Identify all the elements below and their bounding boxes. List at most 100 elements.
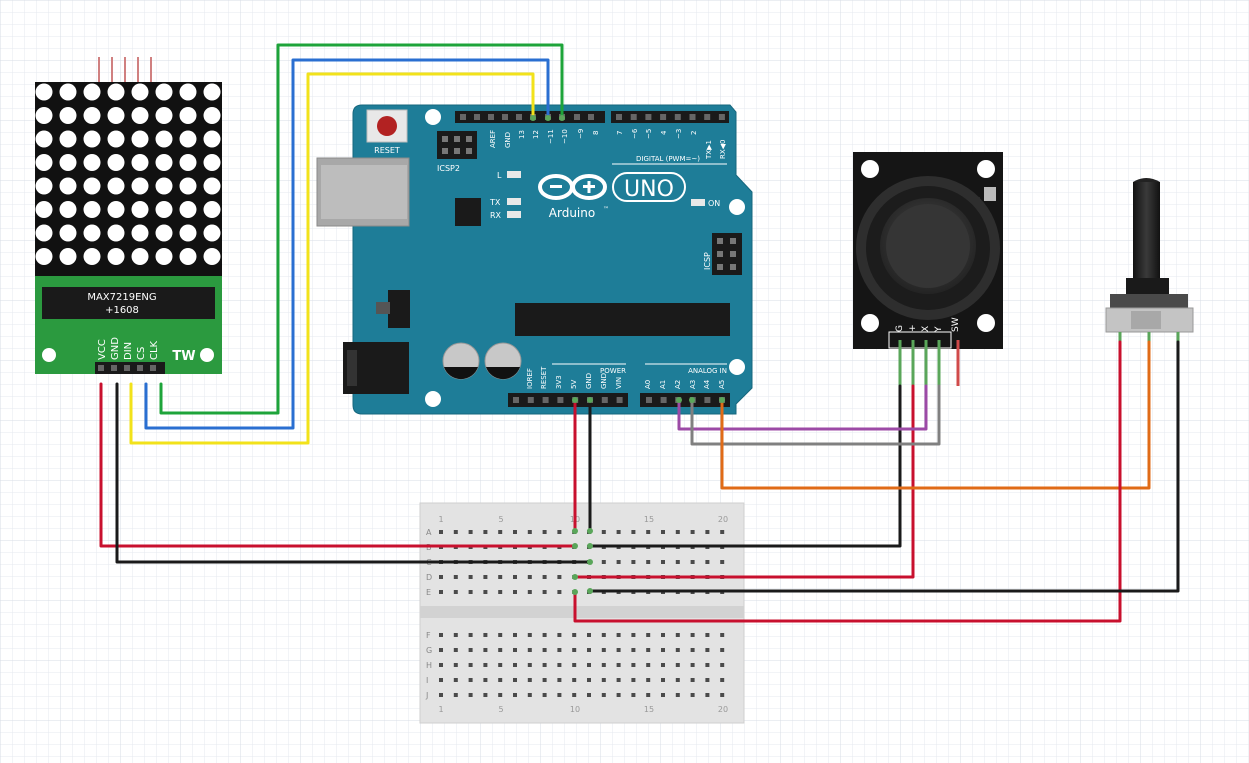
breadboard-hole [483,633,488,637]
matrix-led [59,83,77,101]
breadboard-hole [468,663,473,667]
breadboard-hole [468,678,473,682]
breadboard-hole [631,560,636,564]
header-pin [660,397,667,403]
header-pin [704,397,711,403]
breadboard-hole [483,678,488,682]
matrix-pin-gnd-label: GND [110,337,121,360]
breadboard-hole [513,648,517,652]
breadboard-hole [542,693,547,697]
matrix-led [179,107,197,124]
breadboard-hole [705,530,710,534]
bb-col-5-top: 5 [498,515,503,524]
breadboard-hole [513,663,517,667]
breadboard-hole [572,633,577,637]
led-l-label: L [497,171,502,180]
joystick-pin-sw-label: SW [951,317,961,332]
breadboard-hole [542,590,547,594]
max7219-chip [42,287,215,319]
breadboard-hole [453,530,458,534]
breadboard-hole [616,648,621,652]
breadboard-hole [690,633,695,637]
breadboard-hole [439,693,443,697]
breadboard-hole [675,530,680,534]
matrix-led [155,107,173,124]
breadboard-hole [557,663,562,667]
pin-label-gnd-2: GND [600,373,608,389]
matrix-led [203,83,221,101]
matrix-led [59,224,77,242]
bb-col-5-bottom: 5 [498,705,503,714]
pin-label-2: 2 [690,131,698,135]
analog-pin-labels: A0 A1 A2 A3 A4 A5 [644,379,726,389]
breadboard-hole [616,693,621,697]
breadboard-hole [720,678,725,682]
pin-label-11: ~11 [547,129,555,144]
matrix-led [179,224,197,242]
pin-label-3v3: 3V3 [555,375,563,389]
pin-label-rx0: RX◀0 [719,140,727,160]
breadboard-hole [675,663,680,667]
breadboard-column-numbers-bottom: 1 5 10 15 20 [438,705,728,714]
arduino-mount-hole-4 [425,391,441,407]
breadboard-hole [705,633,710,637]
matrix-led [131,224,149,242]
matrix-led [35,154,53,171]
joystick-pin-plus-label: + [908,324,918,332]
potentiometer-shaft[interactable] [1133,182,1160,282]
power-header [508,393,628,407]
breadboard-hole [661,663,665,667]
matrix-led [131,248,149,265]
matrix-led [107,224,125,242]
breadboard-hole [587,693,591,697]
matrix-led [179,201,197,218]
wire-pot-gnd-black [588,340,1180,593]
breadboard-hole [453,590,458,594]
breadboard-hole [720,663,725,667]
bb-col-20-bottom: 20 [718,705,728,714]
pin-label-8: 8 [592,131,600,135]
bb-row-a: A [426,528,432,537]
header-pin [674,114,681,120]
matrix-led [83,177,101,195]
matrix-led [35,130,53,148]
pin-label-gnd-digital: GND [504,132,512,148]
pin-label-5v: 5V [570,380,578,389]
max7219-chip-code: +1608 [105,305,139,316]
matrix-led [155,201,173,218]
wire-pot-vcc-red [573,340,1122,623]
breadboard-hole [557,693,562,697]
breadboard-hole [527,633,532,637]
matrix-mount-hole-left [42,348,56,362]
breadboard-hole [690,530,695,534]
pin-label-3: ~3 [675,129,683,139]
breadboard-hole [498,678,503,682]
led-on [691,199,705,206]
matrix-led [179,83,197,101]
led-l [507,171,521,178]
breadboard-hole [557,678,562,682]
breadboard-hole [675,693,680,697]
joystick-hole-1 [861,160,879,178]
pin-label-gnd-1: GND [585,373,593,389]
breadboard-hole [631,530,636,534]
pin-label-5: ~5 [645,129,653,139]
breadboard-hole [675,648,680,652]
breadboard-hole [453,663,458,667]
analog-header-label: ANALOG IN [688,367,727,375]
header-pin [601,397,608,403]
arduino-mount-hole-3 [729,359,745,375]
matrix-pin-labels: VCC GND DIN CS CLK [97,337,160,360]
power-header-label: POWER [600,367,626,375]
breadboard-hole [527,693,532,697]
breadboard-hole [572,648,577,652]
breadboard-hole [646,560,651,564]
pin-label-vin: VIN [615,377,623,389]
breadboard-hole [572,678,577,682]
breadboard-hole [601,678,606,682]
reset-button-cap[interactable] [377,116,397,136]
matrix-led [35,248,53,265]
bb-col-15-top: 15 [644,515,654,524]
header-pin [502,114,508,120]
breadboard-hole [483,648,488,652]
